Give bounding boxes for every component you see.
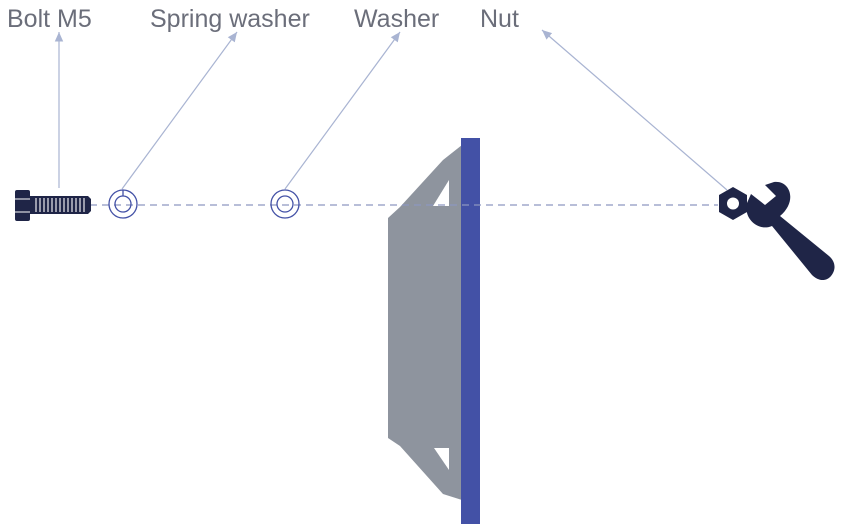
- leader-lines: [54, 29, 728, 191]
- label-washer: Washer: [354, 5, 439, 33]
- washer-icon: [270, 189, 300, 219]
- mounting-panel: [461, 138, 480, 524]
- spring-washer-icon: [108, 189, 138, 219]
- housing-cutout-bottom: [434, 448, 449, 470]
- label-bolt: Bolt M5: [7, 5, 92, 33]
- leader-line-spring-washer: [121, 31, 238, 190]
- hex-nut-icon: [719, 187, 747, 220]
- bolt-icon: [15, 190, 91, 221]
- leader-line-nut: [541, 29, 728, 191]
- label-spring-washer: Spring washer: [150, 5, 310, 33]
- leader-line-washer: [284, 31, 401, 190]
- wrench-icon: [746, 181, 835, 281]
- housing: [388, 145, 462, 500]
- label-nut: Nut: [480, 5, 519, 33]
- housing-cutout-top: [433, 180, 449, 206]
